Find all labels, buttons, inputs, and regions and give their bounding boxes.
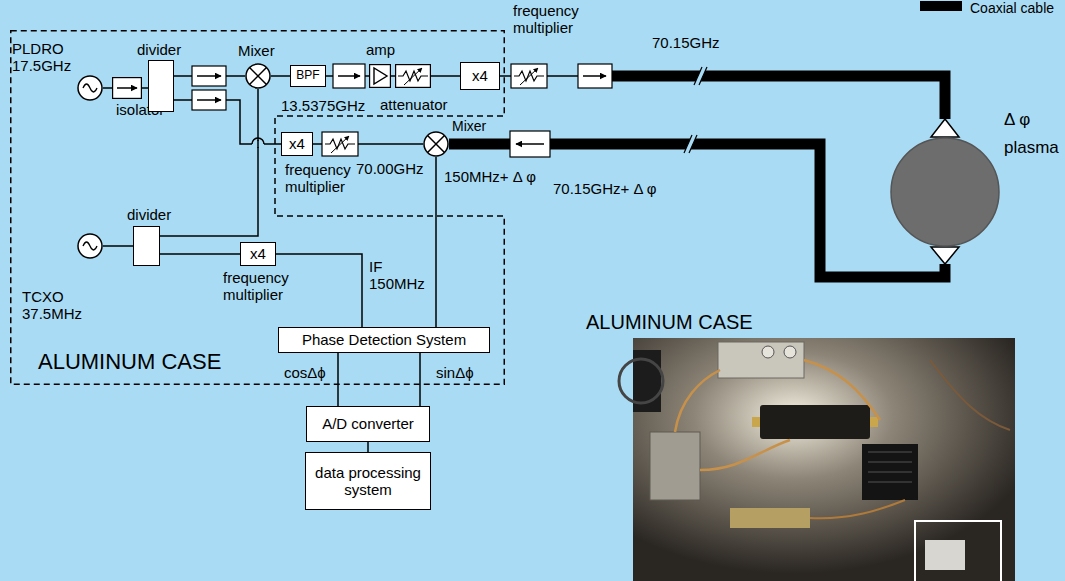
plasma-outline xyxy=(890,137,1000,247)
signal-label: 70.15GHz xyxy=(652,34,720,51)
mixer-outline xyxy=(245,63,271,89)
signal-line xyxy=(500,76,945,137)
component-name: x4 xyxy=(250,245,266,262)
component-label: frequency multiplier xyxy=(513,2,579,37)
component-name: BPF xyxy=(296,69,319,83)
component-label: attenuator xyxy=(380,96,448,113)
signal-label: 150MHz+ Δ φ xyxy=(444,168,536,185)
isolator-symbol xyxy=(192,66,226,86)
component-label: frequency multiplier xyxy=(285,161,351,196)
divider: divider xyxy=(133,226,160,266)
multiplier-box: x4frequency multiplier xyxy=(240,242,276,266)
attenuator-symbol xyxy=(322,132,358,156)
wire-hop xyxy=(252,138,264,148)
isolator-symbol xyxy=(333,64,365,88)
block-name: data processing system xyxy=(311,464,425,499)
filter-box: BPF13.5375GHz xyxy=(290,65,326,87)
attenuator: attenuator xyxy=(395,64,431,88)
signal-line xyxy=(174,100,281,144)
processing-box: data processing system xyxy=(305,452,431,510)
horn-antenna xyxy=(931,247,959,264)
isolator-symbol xyxy=(510,131,550,157)
oscillator-name: TCXO xyxy=(22,288,64,305)
signal-line xyxy=(103,87,112,89)
signal-label: IF 150MHz xyxy=(369,258,425,293)
signal-line xyxy=(391,75,395,77)
legend-sample xyxy=(920,1,962,11)
mixer: Mixer xyxy=(423,131,449,157)
horn-antenna xyxy=(931,119,959,137)
isolator-symbol xyxy=(578,64,612,88)
legend-text: Coaxial cable xyxy=(970,0,1054,16)
signal-label: cosΔϕ xyxy=(284,364,326,381)
frequency-value: 37.5MHz xyxy=(22,305,82,322)
signal-line xyxy=(367,442,369,452)
adc-box: A/D converter xyxy=(306,406,430,442)
signal-line xyxy=(276,254,362,327)
amplifier: amp xyxy=(369,64,391,88)
amplifier-outline xyxy=(369,64,391,88)
plasma: Δ φplasma xyxy=(890,137,1000,247)
attenuator-symbol xyxy=(511,64,547,88)
signal-line xyxy=(431,75,460,77)
block-name: Phase Detection System xyxy=(302,331,466,348)
mixer-outline xyxy=(423,131,449,157)
oscillator-outline xyxy=(77,75,103,101)
signal-line xyxy=(174,75,245,77)
component-label: amp xyxy=(366,41,395,58)
photo-title: ALUMINUM CASE xyxy=(586,311,753,334)
component-label: frequency multiplier xyxy=(223,269,289,304)
signal-label: 70.15GHz+ Δ φ xyxy=(553,180,657,197)
frequency-value: 13.5375GHz xyxy=(281,97,365,114)
isolator-outline xyxy=(112,77,142,99)
frequency-value: 70.00GHz xyxy=(356,160,424,177)
phase-symbol: Δ φ xyxy=(1004,110,1030,130)
block-name: A/D converter xyxy=(322,415,414,432)
signal-line xyxy=(160,253,240,255)
case-title: ALUMINUM CASE xyxy=(38,349,221,374)
aluminum-case: ALUMINUM CASE PLDRO17.5GHz isolator divider… xyxy=(10,30,505,385)
mixer: Mixer xyxy=(245,63,271,89)
isolator: isolator xyxy=(112,77,142,99)
attenuator-outline xyxy=(395,64,431,88)
signal-label: sinΔϕ xyxy=(436,364,474,381)
signal-line xyxy=(271,75,290,77)
signal-line xyxy=(160,89,258,236)
component-name: x4 xyxy=(289,135,305,152)
component-name: x4 xyxy=(472,67,488,84)
cable-break xyxy=(694,67,707,85)
oscillator-name: PLDRO xyxy=(12,40,64,57)
multiplier-box: x4frequency multiplier xyxy=(281,132,313,156)
signal-line xyxy=(337,353,339,406)
plasma-label: plasma xyxy=(1004,138,1059,158)
oscillator-outline xyxy=(77,233,103,259)
cable-break xyxy=(684,135,697,153)
signal-line xyxy=(449,144,945,277)
component-label: divider xyxy=(137,41,181,58)
signal-line xyxy=(103,245,133,247)
frequency-value: 17.5GHz xyxy=(12,57,71,74)
signal-line xyxy=(419,353,421,406)
oscillator: TCXO37.5MHz xyxy=(77,233,103,259)
case-photo xyxy=(619,338,1015,581)
component-label: Mixer xyxy=(452,118,486,134)
signal-line xyxy=(435,157,437,327)
divider: divider xyxy=(148,60,174,112)
multiplier-box: x4frequency multiplier xyxy=(460,62,500,90)
oscillator: PLDRO17.5GHz xyxy=(77,75,103,101)
component-label: Mixer xyxy=(238,42,275,59)
isolator-symbol xyxy=(192,90,226,110)
component-label: divider xyxy=(127,206,171,223)
phase-detector: Phase Detection System xyxy=(278,327,490,353)
